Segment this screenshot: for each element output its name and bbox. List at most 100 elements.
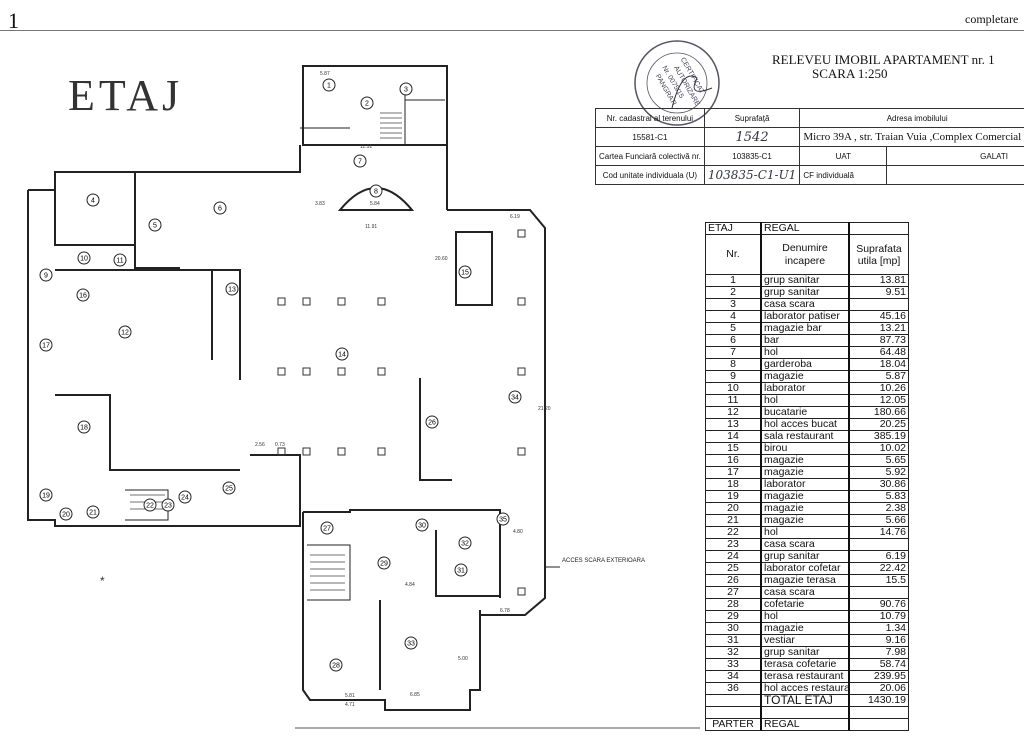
room-marker: 5 bbox=[148, 218, 162, 232]
room-marker-circle bbox=[508, 390, 522, 404]
room-marker: 13 bbox=[225, 282, 239, 296]
room-name: magazie bar bbox=[760, 322, 850, 335]
room-marker-circle bbox=[404, 636, 418, 650]
room-nr: 27 bbox=[705, 586, 762, 599]
room-marker: 14 bbox=[335, 347, 349, 361]
room-marker-circle bbox=[178, 490, 192, 504]
pillar bbox=[302, 447, 311, 456]
room-area: 239.95 bbox=[848, 670, 909, 683]
room-marker-number: 6 bbox=[218, 206, 222, 213]
room-area: 7.98 bbox=[848, 646, 909, 659]
room-marker: 12 bbox=[118, 325, 132, 339]
room-marker: 4 bbox=[86, 193, 100, 207]
room-marker-circle bbox=[222, 481, 236, 495]
room-marker-number: 24 bbox=[181, 495, 189, 502]
room-name: laborator cofetar bbox=[760, 562, 850, 575]
pillar bbox=[277, 367, 286, 376]
room-nr: 5 bbox=[705, 322, 762, 335]
room-marker-number: 29 bbox=[380, 561, 388, 568]
room-nr: 31 bbox=[705, 634, 762, 647]
room-nr: 17 bbox=[705, 466, 762, 479]
room-marker-number: 17 bbox=[42, 343, 50, 350]
uat-value: GALATI bbox=[886, 146, 1024, 166]
room-marker-circle bbox=[415, 518, 429, 532]
room-marker: 18 bbox=[77, 420, 91, 434]
floor-label: ETAJ bbox=[705, 222, 762, 235]
room-marker-circle bbox=[458, 265, 472, 279]
pillar bbox=[302, 367, 311, 376]
room-nr: 28 bbox=[705, 598, 762, 611]
room-nr: 11 bbox=[705, 394, 762, 407]
room-marker: 32 bbox=[458, 536, 472, 550]
room-marker-circle bbox=[148, 218, 162, 232]
dimension-label: 6.78 bbox=[500, 608, 510, 614]
room-area: 5.92 bbox=[848, 466, 909, 479]
room-name: laborator patiser bbox=[760, 310, 850, 323]
room-nr: 20 bbox=[705, 502, 762, 515]
room-name: magazie terasa bbox=[760, 574, 850, 587]
room-marker: 7 bbox=[353, 154, 367, 168]
pillar bbox=[517, 447, 526, 456]
room-marker: 26 bbox=[425, 415, 439, 429]
room-nr: 21 bbox=[705, 514, 762, 527]
pillar bbox=[517, 229, 526, 238]
dimension-label: 4.80 bbox=[513, 529, 523, 535]
room-name: vestiar bbox=[760, 634, 850, 647]
room-marker-number: 15 bbox=[461, 270, 469, 277]
room-marker-circle bbox=[86, 193, 100, 207]
room-area: 15.5 bbox=[848, 574, 909, 587]
land-book-label: Cartea Funciară colectivă nr. bbox=[595, 146, 705, 166]
room-area: 10.79 bbox=[848, 610, 909, 623]
room-marker: 31 bbox=[454, 563, 468, 577]
room-nr: 4 bbox=[705, 310, 762, 323]
room-marker: 23 bbox=[161, 498, 175, 512]
room-marker-circle bbox=[77, 251, 91, 265]
room-area: 9.51 bbox=[848, 286, 909, 299]
room-area: 10.26 bbox=[848, 382, 909, 395]
room-nr: 7 bbox=[705, 346, 762, 359]
room-name: grup sanitar bbox=[760, 286, 850, 299]
dimension-label: 21.20 bbox=[538, 406, 551, 412]
dimension-label: 5.84 bbox=[370, 201, 380, 207]
room-marker: 24 bbox=[178, 490, 192, 504]
room-marker-number: 14 bbox=[338, 352, 346, 359]
room-nr: 9 bbox=[705, 370, 762, 383]
room-name: casa scara bbox=[760, 298, 850, 311]
room-marker-number: 21 bbox=[89, 510, 97, 517]
room-marker-number: 27 bbox=[323, 526, 331, 533]
room-nr: 13 bbox=[705, 418, 762, 431]
room-marker: 17 bbox=[39, 338, 53, 352]
room-marker-number: 7 bbox=[358, 159, 362, 166]
room-marker: 9 bbox=[39, 268, 53, 282]
room-marker-number: 4 bbox=[91, 198, 95, 205]
room-marker-number: 18 bbox=[80, 425, 88, 432]
pillar bbox=[277, 447, 286, 456]
empty-cell bbox=[705, 706, 762, 719]
room-name: hol bbox=[760, 610, 850, 623]
room-area: 5.65 bbox=[848, 454, 909, 467]
cadastral-value: 15581-C1 bbox=[595, 127, 705, 147]
dimension-label: 4.84 bbox=[405, 582, 415, 588]
room-marker-circle bbox=[213, 201, 227, 215]
room-nr: 36 bbox=[705, 682, 762, 695]
room-marker-circle bbox=[377, 556, 391, 570]
room-area: 30.86 bbox=[848, 478, 909, 491]
room-marker-circle bbox=[59, 507, 73, 521]
next-floor-value: REGAL bbox=[760, 718, 850, 731]
dimension-label: 4.71 bbox=[345, 702, 355, 708]
pillar bbox=[517, 587, 526, 596]
room-marker: 15 bbox=[458, 265, 472, 279]
room-marker-number: 32 bbox=[461, 541, 469, 548]
